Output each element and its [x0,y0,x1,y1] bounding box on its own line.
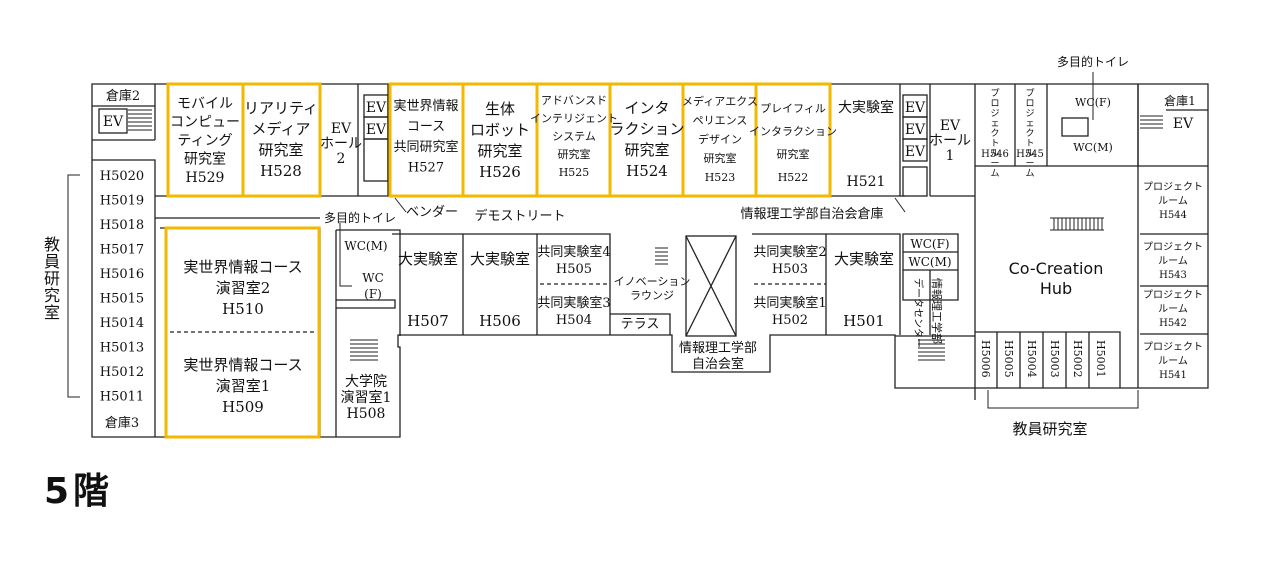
wc-f-mid: WC(F) [362,271,384,301]
faculty-room-H5014: H5014 [100,316,144,331]
innovation-label: イノベーションラウンジ [614,275,691,302]
student-council-label: 情報理工学部自治会室 [679,340,757,372]
proj-h545-label: プロジェクトルーム [1025,88,1034,179]
ev-right-label: EV [1173,116,1194,132]
highlight-frame [754,82,832,198]
faculty-room-H5006: H5006 [979,340,992,378]
council-storage-label: 情報理工学部自治会倉庫 [740,206,883,222]
storage3-label: 倉庫3 [105,416,139,431]
faculty-room-H5013: H5013 [100,341,144,356]
faculty-room-H5018: H5018 [100,218,144,233]
storage1-label: 倉庫1 [1164,93,1196,108]
wc-f-top: WC(F) [1075,96,1111,109]
highlight-frame [241,82,322,198]
faculty-room-H5002: H5002 [1071,340,1084,378]
proj-h546-label: プロジェクトルーム [990,88,999,179]
highlight-frame [164,226,321,439]
faculty-label-left: 教員研究室 [44,235,60,322]
data-center-label: データセンター [912,278,925,348]
ev-label: EV [905,122,926,138]
storage2-label: 倉庫2 [106,89,140,104]
stairs [128,109,1163,361]
multi-toilet-top: 多目的トイレ [1057,54,1129,69]
ev-label: EV [905,100,926,116]
wc-m-top: WC(M) [1073,141,1113,154]
wc-m-mid: WC(M) [344,239,387,253]
wc-m-right: WC(M) [908,255,951,269]
highlighted-rooms [164,82,832,439]
faculty-room-H5017: H5017 [100,243,144,258]
faculty-room-H5016: H5016 [100,267,144,282]
terrace-label: テラス [621,317,660,332]
ev-left-label: EV [103,114,124,130]
demo-street-label: デモストリート [474,208,565,224]
ev-label: EV [366,100,387,116]
vending-label: ベンダー [406,205,458,220]
proj-h546-code: H546 [981,149,1009,160]
faculty-room-H5015: H5015 [100,292,144,307]
faculty-room-H5011: H5011 [100,390,144,405]
ev-label: EV [905,144,926,160]
faculty-room-H5003: H5003 [1048,340,1061,378]
faculty-room-H5012: H5012 [100,365,144,380]
faculty-room-H5020: H5020 [100,169,144,184]
wc-f-right: WC(F) [910,237,949,251]
faculty-room-H5004: H5004 [1025,340,1038,378]
multi-toilet-mid: 多目的トイレ [324,210,396,225]
floor-label: 5階 [44,471,114,512]
leader-lines [67,72,1139,409]
proj-h545-code: H545 [1016,149,1044,160]
faculty-room-H5005: H5005 [1002,340,1015,378]
faculty-room-H5019: H5019 [100,194,144,209]
faculty-label-bottom: 教員研究室 [1012,420,1087,438]
faculty-room-H5001: H5001 [1094,340,1107,378]
council-label-v: 情報理工学部 [930,278,944,344]
ev-label: EV [366,122,387,138]
